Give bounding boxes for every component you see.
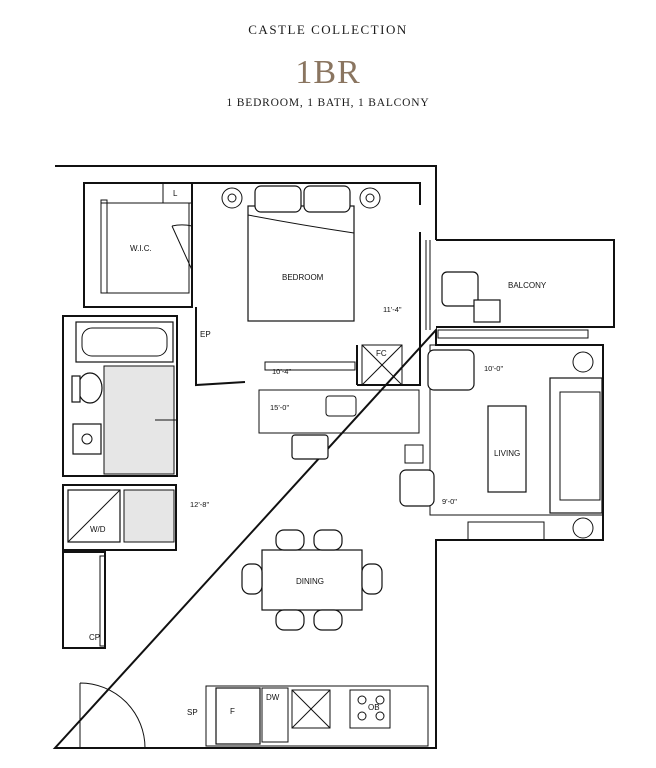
dining: DINING xyxy=(241,529,383,631)
label-ob: OB xyxy=(368,703,380,712)
label-fridge: F xyxy=(230,707,235,716)
pillow xyxy=(254,185,302,213)
toilet xyxy=(77,372,103,404)
sink-icon xyxy=(291,689,331,729)
plan-code: 1BR xyxy=(295,54,361,91)
collection-title: CASTLE COLLECTION xyxy=(248,22,408,37)
laundry: W/D 12'-8" xyxy=(62,484,209,551)
armchair xyxy=(427,349,475,391)
room-label-wd: W/D xyxy=(90,525,106,534)
dimension-bedroom-width: 10'-4" xyxy=(272,367,291,376)
lamp-icon xyxy=(572,517,594,539)
balcony: BALCONY xyxy=(441,271,547,323)
bedroom: BEDROOM 11'-4" 10'-4" EP FC xyxy=(192,182,421,387)
balcony-chair xyxy=(441,271,479,307)
bathtub xyxy=(75,321,174,363)
walk-in-closet: W.I.C. L xyxy=(83,182,193,308)
dimension-kitchen-width: 15'-0" xyxy=(270,403,289,412)
nightstand-lamp-icon xyxy=(359,187,381,209)
coffee-table xyxy=(487,405,527,493)
cooktop xyxy=(349,689,391,729)
sofa xyxy=(549,377,603,514)
dishwasher xyxy=(261,687,289,743)
room-label-bedroom: BEDROOM xyxy=(282,273,324,282)
fan-coil xyxy=(361,344,403,386)
bed xyxy=(247,205,355,322)
tv-console xyxy=(467,521,545,541)
pillow xyxy=(303,185,351,213)
balcony-table xyxy=(473,299,501,323)
room-label-dining: DINING xyxy=(296,577,324,586)
chair xyxy=(241,563,263,595)
kitchen-counter: F DW OB SP xyxy=(187,685,429,747)
dimension-bedroom-length: 11'-4" xyxy=(383,305,402,314)
chair xyxy=(361,563,383,595)
vanity-sink xyxy=(72,423,102,455)
chair xyxy=(313,609,343,631)
stool xyxy=(291,434,329,460)
room-label-living: LIVING xyxy=(494,449,520,458)
balcony-outline xyxy=(436,239,615,328)
balcony-sliding-door xyxy=(437,329,589,339)
dimension-dining-length: 12'-8" xyxy=(190,500,209,509)
fridge xyxy=(215,687,261,745)
unit-summary: 1 BEDROOM, 1 BATH, 1 BALCONY xyxy=(226,97,430,109)
bathroom xyxy=(62,315,178,477)
coat-closet: CP xyxy=(62,551,106,649)
room-label-cp: CP xyxy=(89,633,100,642)
living: LIVING 10'-0" 9'-0" xyxy=(399,344,604,541)
room-label-wic: W.I.C. xyxy=(130,244,152,253)
label-sp: SP xyxy=(187,708,198,717)
chair xyxy=(275,529,305,551)
chair xyxy=(275,609,305,631)
linen-closet xyxy=(162,182,193,204)
entry-door-swing xyxy=(79,682,146,749)
nightstand-lamp-icon xyxy=(221,187,243,209)
lamp-icon xyxy=(572,351,594,373)
sink-icon xyxy=(325,395,357,417)
dimension-living-length: 9'-0" xyxy=(442,497,457,506)
closet-door-swing xyxy=(171,224,193,271)
label-fc: FC xyxy=(376,349,387,358)
room-label-balcony: BALCONY xyxy=(508,281,547,290)
closet-shelf xyxy=(264,361,356,371)
chair xyxy=(313,529,343,551)
label-dw: DW xyxy=(266,693,280,702)
room-label-linen: L xyxy=(173,189,178,198)
dining-table xyxy=(261,549,363,611)
armchair xyxy=(399,469,435,507)
dimension-living-width: 10'-0" xyxy=(484,364,503,373)
kitchen-island: 15'-0" xyxy=(258,389,420,460)
label-ep: EP xyxy=(200,330,211,339)
